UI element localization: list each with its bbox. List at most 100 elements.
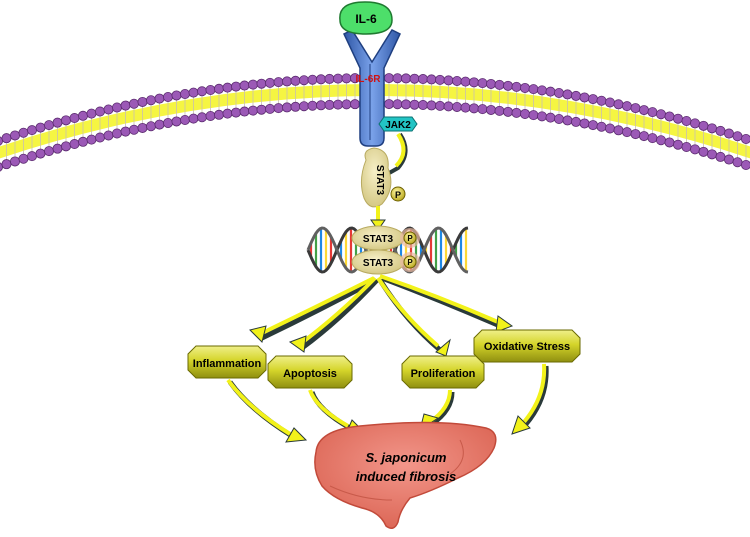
phospholipid-head	[383, 73, 394, 84]
il6-ligand: IL-6	[339, 1, 393, 35]
phospholipid-head	[443, 75, 454, 86]
phospholipid-head	[239, 106, 250, 117]
phospholipid-head	[145, 121, 156, 132]
phospholipid-head	[179, 115, 190, 126]
phospholipid-head	[562, 115, 573, 126]
jak2-kinase: JAK2	[378, 116, 418, 132]
phospholipid-head	[537, 111, 548, 122]
phospholipid-head	[468, 103, 479, 114]
phospholipid-head	[554, 114, 565, 125]
phospholipid-head	[205, 110, 216, 121]
phospholipid-head	[698, 120, 709, 131]
phospholipid-head	[18, 153, 29, 164]
phospholipid-head	[213, 83, 224, 94]
phospholipid-head	[35, 148, 46, 159]
organ-label-line2: induced fibrosis	[356, 469, 456, 484]
phospholipid-head	[392, 99, 403, 110]
outcome-inflammation: Inflammation	[187, 345, 267, 379]
phospholipid-head	[656, 109, 667, 120]
phospholipid-head	[400, 99, 411, 110]
phospholipid-head	[128, 124, 139, 135]
phospholipid-head	[1, 133, 12, 144]
phospholipid-head	[341, 99, 352, 110]
phospholipid-head	[451, 101, 462, 112]
phospholipid-head	[409, 73, 420, 84]
phospholipid-head	[724, 128, 735, 139]
liver-organ: S. japonicum induced fibrosis	[314, 421, 497, 529]
phospholipid-head	[724, 154, 735, 165]
phospholipid-head	[664, 111, 675, 122]
phospholipid-head	[741, 134, 750, 145]
phospholipid-head	[341, 73, 352, 84]
phospholipid-head	[477, 78, 488, 89]
phospholipid-head	[120, 100, 131, 111]
phospholipid-head	[545, 86, 556, 97]
phospholipid-head	[69, 139, 80, 150]
phospholipid-head	[44, 146, 55, 157]
phospho-label: P	[395, 190, 401, 200]
phospholipid-head	[154, 93, 165, 104]
phospholipid-head	[579, 92, 590, 103]
phospholipid-head	[468, 77, 479, 88]
phospholipid-head	[86, 134, 97, 145]
phospholipid-head	[639, 131, 650, 142]
phospholipid-head	[588, 94, 599, 105]
phospholipid-head	[485, 78, 496, 89]
phospholipid-head	[494, 79, 505, 90]
phospholipid-head	[103, 104, 114, 115]
phospholipid-head	[222, 108, 233, 119]
phospholipid-head	[128, 98, 139, 109]
phospholipid-head	[417, 100, 428, 111]
phospholipid-head	[239, 80, 250, 91]
phospholipid-head	[562, 89, 573, 100]
il6-label: IL-6	[355, 12, 377, 26]
phospholipid-head	[137, 96, 148, 107]
phospholipid-head	[171, 90, 182, 101]
phospholipid-head	[732, 131, 743, 142]
phospholipid-head	[707, 149, 718, 160]
cell-membrane	[0, 73, 750, 172]
phospholipid-head	[188, 113, 199, 124]
phospholipid-head	[511, 107, 522, 118]
phospholipid-head	[434, 74, 445, 85]
phospholipid-head	[154, 119, 165, 130]
phospholipid-head	[205, 84, 216, 95]
phospholipid-head	[95, 132, 106, 143]
stat3-dimer: STAT3 STAT3 P P	[351, 225, 420, 275]
phospholipid-head	[613, 99, 624, 110]
oxidative-stress-label: Oxidative Stress	[484, 341, 570, 353]
phospholipid-head	[332, 99, 343, 110]
phospholipid-head	[528, 84, 539, 95]
phospholipid-head	[307, 100, 318, 111]
outcome-apoptosis: Apoptosis	[267, 355, 353, 389]
phospholipid-head	[417, 74, 428, 85]
phospholipid-head	[596, 121, 607, 132]
phospholipid-head	[647, 107, 658, 118]
phospholipid-head	[26, 151, 37, 162]
phospholipid-head	[145, 95, 156, 106]
phospholipid-head	[9, 130, 20, 141]
phospholipid-head	[571, 116, 582, 127]
phospholipid-head	[460, 102, 471, 113]
phospholipid-head	[281, 102, 292, 113]
phospholipid-head	[502, 80, 513, 91]
phospholipid-head	[741, 160, 750, 171]
phospholipid-head	[230, 81, 241, 92]
phospholipid-head	[426, 100, 437, 111]
phospholipid-head	[1, 159, 12, 170]
phospholipid-head	[630, 103, 641, 114]
phospholipid-head	[460, 76, 471, 87]
phospholipid-head	[715, 125, 726, 136]
phospholipid-head	[162, 117, 173, 128]
phospholipid-head	[596, 95, 607, 106]
phospholipid-head	[9, 156, 20, 167]
phospholipid-head	[443, 101, 454, 112]
phospholipid-head	[324, 99, 335, 110]
phospholipid-head	[137, 122, 148, 133]
phospholipid-head	[605, 97, 616, 108]
outcome-proliferation: Proliferation	[401, 355, 485, 389]
phospholipid-head	[349, 99, 360, 110]
phospholipid-head	[52, 143, 63, 154]
phospholipid-head	[196, 86, 207, 97]
phospholipid-head	[520, 108, 531, 119]
